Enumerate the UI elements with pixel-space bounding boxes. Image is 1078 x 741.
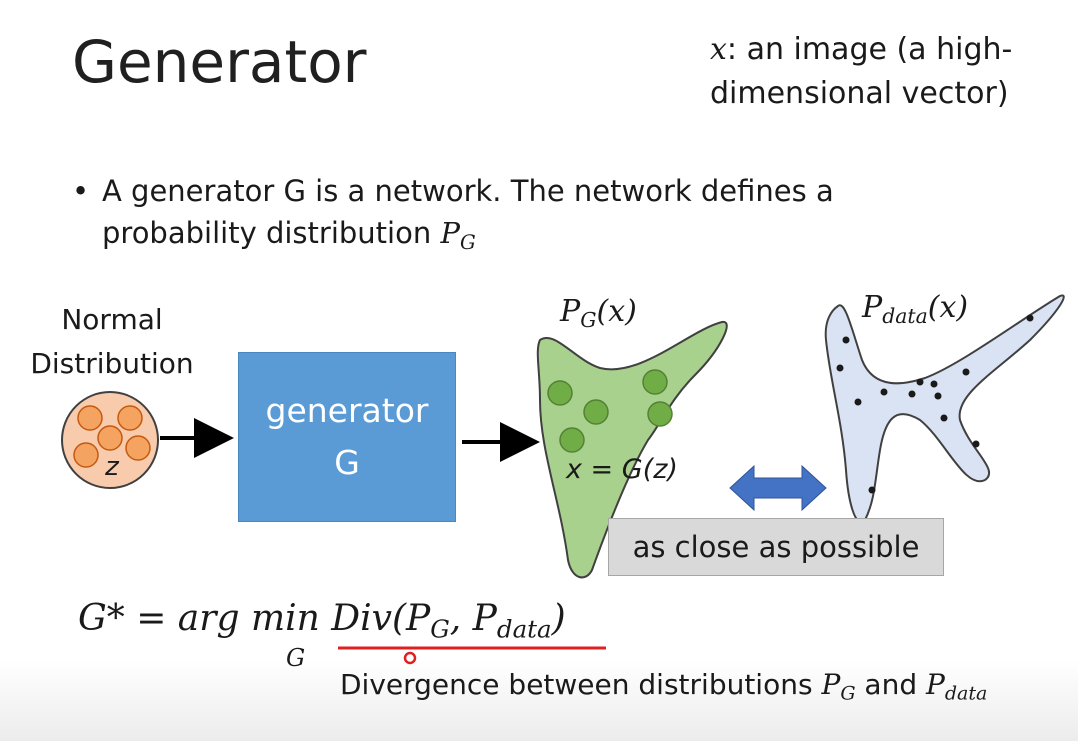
as-close-as-possible-box: as close as possible bbox=[608, 518, 944, 576]
divergence-note-p2: P bbox=[926, 668, 945, 701]
generator-line2: G bbox=[334, 443, 360, 482]
formula-div-sub1: G bbox=[430, 614, 450, 644]
pg-label: PG(x) bbox=[560, 290, 670, 334]
generator-box: generator G bbox=[238, 352, 456, 522]
divergence-note-text: Divergence between distributions bbox=[340, 668, 822, 701]
normal-distribution-label: Normal Distribution bbox=[18, 298, 206, 386]
pg-sample-dots bbox=[547, 369, 673, 453]
slide-title: Generator bbox=[72, 28, 367, 96]
pg-label-arg: (x) bbox=[596, 294, 637, 329]
bullet-sentence: A generator G is a network. The network … bbox=[102, 174, 834, 250]
generator-line1: generator bbox=[265, 391, 429, 430]
objective-formula: G* = arg min Div(PG, Pdata) bbox=[78, 598, 566, 641]
formula-lhs: G* = arg min bbox=[78, 598, 320, 639]
formula-div-end: ) bbox=[551, 598, 566, 639]
bottom-shade bbox=[0, 660, 1078, 741]
pdata-label-p: P bbox=[862, 290, 883, 325]
normal-line1: Normal bbox=[61, 303, 163, 336]
note-line2: dimensional vector) bbox=[710, 76, 1009, 111]
pg-label-p: P bbox=[560, 294, 581, 329]
normal-line2: Distribution bbox=[30, 347, 194, 380]
pg-distribution-shape bbox=[536, 320, 728, 579]
note-line1: : an image (a high- bbox=[726, 32, 1013, 67]
pdata-label: Pdata(x) bbox=[862, 286, 1012, 330]
formula-div-mid: , P bbox=[449, 598, 497, 639]
divergence-note: Divergence between distributions PG and … bbox=[340, 668, 987, 703]
normal-distribution-circle bbox=[61, 391, 159, 489]
pg-label-sub: G bbox=[580, 308, 597, 333]
divergence-note-and: and bbox=[855, 668, 926, 701]
cursor-marker bbox=[403, 651, 417, 665]
x-definition-note: x: an image (a high- dimensional vector) bbox=[710, 28, 1040, 116]
pdata-distribution-shape bbox=[824, 294, 1065, 523]
note-variable: x bbox=[710, 32, 727, 67]
formula-div-sub2: data bbox=[496, 614, 552, 644]
bullet-math-p: P bbox=[440, 216, 460, 250]
double-arrow bbox=[729, 464, 827, 512]
pdata-sample-dots bbox=[836, 314, 1034, 494]
bullet-math-sub: G bbox=[459, 230, 476, 254]
x-equals-gz: x = G(z) bbox=[566, 454, 678, 485]
bullet-marker: • bbox=[72, 174, 90, 208]
formula-min-subscript: G bbox=[286, 644, 306, 672]
z-label: z bbox=[105, 452, 119, 482]
pdata-label-arg: (x) bbox=[927, 290, 969, 325]
divergence-note-sub1: G bbox=[840, 682, 856, 705]
divergence-note-p1: P bbox=[821, 668, 841, 701]
pdata-label-sub: data bbox=[882, 304, 928, 329]
divergence-note-sub2: data bbox=[944, 682, 988, 705]
formula-div: Div(P bbox=[331, 598, 431, 639]
bullet-text: A generator G is a network. The network … bbox=[102, 170, 922, 254]
